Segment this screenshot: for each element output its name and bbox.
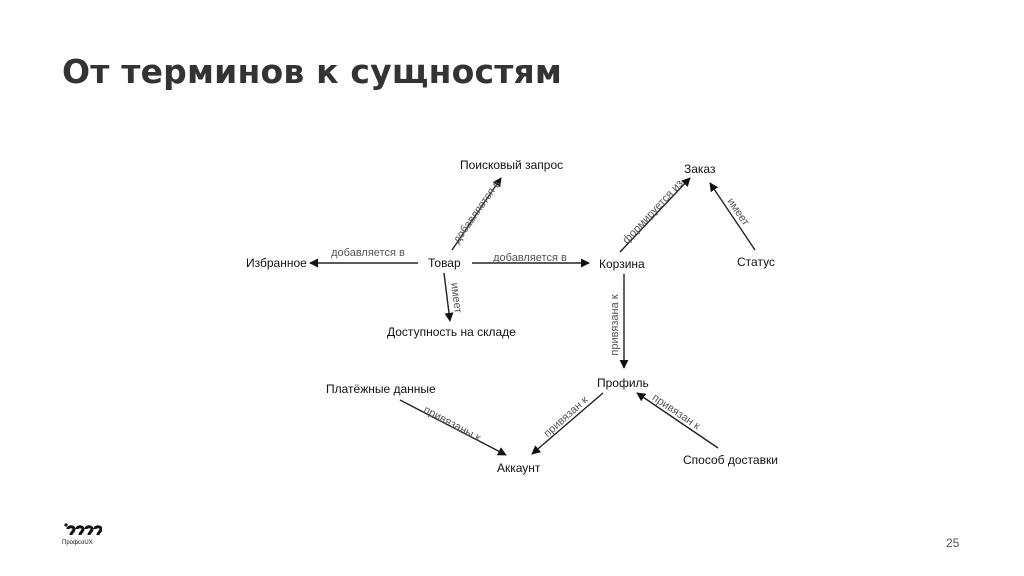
node-product: Товар [428,256,461,270]
edge-label-product-cart: добавляется в [493,252,567,264]
node-cart: Корзина [599,257,645,271]
edge-labels: добавляется в добавляется в добавляется … [331,178,751,444]
edge-label-product-favorites: добавляется в [331,247,405,259]
node-delivery-method: Способ доставки [683,453,778,467]
edges [309,177,756,456]
node-account: Аккаунт [497,461,541,475]
edge-label-status-order: имеет [724,196,751,228]
edge-label-product-search: добавляется в [451,178,503,245]
edge-cart-order [619,177,691,253]
edge-label-product-availability: имеет [448,282,464,314]
nodes: Поисковый запрос Избранное Товар Корзина… [246,158,778,475]
edge-product-search [451,177,502,251]
edge-product-availability [443,272,454,322]
node-payment-data: Платёжные данные [326,382,436,396]
edge-payment-account [399,399,507,456]
edge-status-order [709,182,756,251]
slide-title: От терминов к сущностям [62,52,563,91]
node-favorites: Избранное [246,256,307,270]
node-availability: Доступность на складе [387,325,516,339]
edge-delivery-profile [636,392,719,449]
edge-label-payment-account: привязаны к [421,404,482,444]
brand-logo: ПрофсоUX [62,522,122,552]
edge-label-delivery-profile: привязан к [650,392,702,433]
edge-label-cart-order: формируется из [620,178,685,247]
page-number: 25 [946,536,960,550]
node-order: Заказ [684,162,716,176]
logo-text: ПрофсоUX [62,540,93,546]
edge-profile-account [531,392,604,455]
node-search-query: Поисковый запрос [460,158,563,172]
edge-label-profile-account: привязан к [542,394,591,440]
node-status: Статус [737,255,775,269]
node-profile: Профиль [597,376,649,390]
logo-mark-icon [64,523,103,536]
edge-label-cart-profile: привязана к [609,294,621,355]
